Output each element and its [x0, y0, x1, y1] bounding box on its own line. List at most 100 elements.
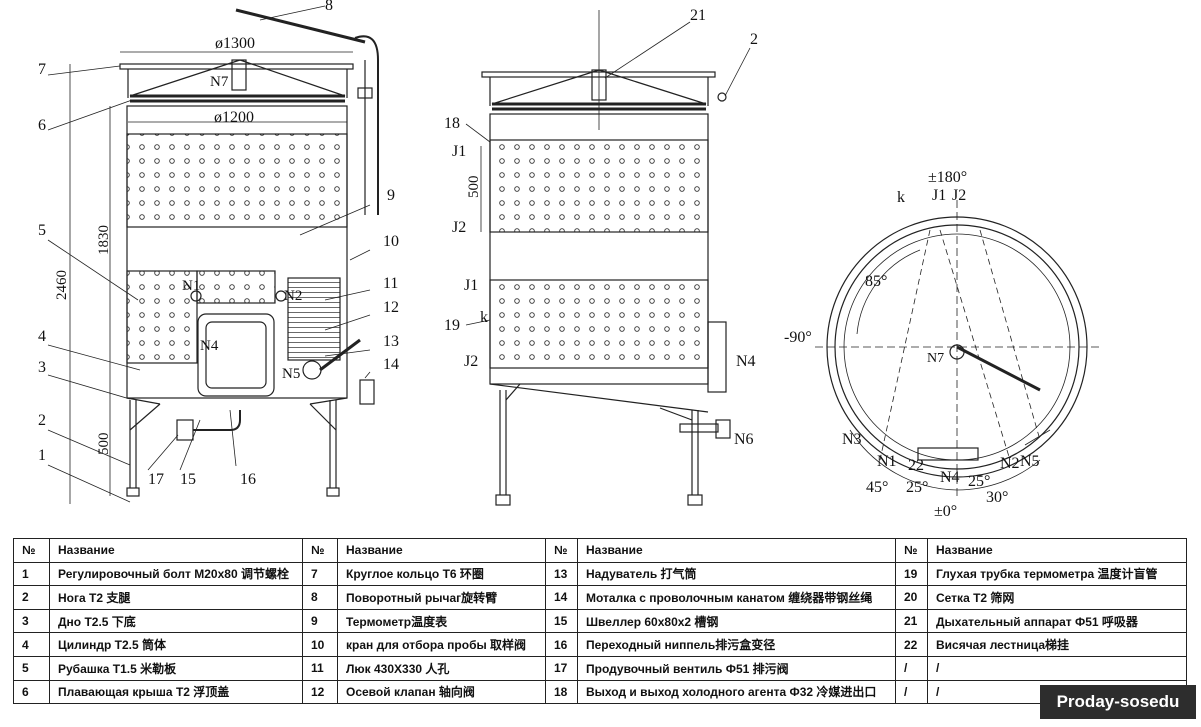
dim-total-height: 2460	[54, 270, 70, 300]
header-number: №	[895, 538, 928, 563]
callout-5: 5	[38, 222, 46, 239]
side-view	[465, 10, 751, 506]
part-number: 14	[545, 585, 578, 610]
plan-n5: N5	[1020, 453, 1040, 470]
part-name: Продувочный вентиль Ф51 排污阀	[577, 655, 896, 681]
swing-arm	[235, 8, 366, 44]
header-number: №	[302, 538, 338, 563]
breather-n7	[231, 59, 247, 91]
plan-angle-25b: 25°	[968, 473, 990, 490]
part-number: 19	[895, 561, 928, 587]
part-number: 2	[13, 585, 50, 610]
part-name: Люк 430X330 人孔	[337, 655, 546, 681]
callout-7: 7	[38, 61, 46, 78]
plan-n1: N1	[877, 453, 897, 470]
top-ring	[119, 63, 354, 70]
callout-1: 1	[38, 447, 46, 464]
side-j2-upper: J2	[452, 219, 466, 236]
part-number: 10	[302, 632, 338, 657]
part-number: 5	[13, 655, 50, 681]
side-k: k	[480, 309, 488, 326]
part-name: Швеллер 60x80x2 槽钢	[577, 608, 896, 634]
header-name: Название	[577, 538, 896, 563]
part-number: /	[895, 655, 928, 681]
part-number: 6	[13, 679, 50, 705]
callout-10: 10	[383, 233, 399, 250]
nozzle-n4: N4	[200, 338, 219, 354]
plan-n4: N4	[940, 469, 960, 486]
callout-21: 21	[690, 7, 706, 24]
dim-top-diameter: ø1300	[215, 35, 255, 52]
part-name: /	[927, 655, 1187, 681]
table-row: 1 Регулировочный болт M20x80 调节螺栓 7 Круг…	[13, 561, 1187, 587]
callout-13: 13	[383, 333, 399, 350]
table-row: 5 Рубашка T1.5 米勒板 11 Люк 430X330 人孔 17 …	[13, 655, 1187, 681]
jacket-lower	[126, 270, 198, 364]
plan-angle-30: 30°	[986, 489, 1008, 506]
plan-k: k	[897, 189, 905, 206]
callout-2: 2	[38, 412, 46, 429]
callout-4: 4	[38, 328, 46, 345]
parts-table: № Название № Название № Название № Назва…	[13, 538, 1187, 705]
callout-9: 9	[387, 187, 395, 204]
table-row: 2 Нога T2 支腿 8 Поворотный рычаг旋转臂 14 Мо…	[13, 585, 1187, 610]
jacket-upper	[126, 133, 348, 228]
plan-angle-25a: 25°	[906, 479, 928, 496]
callout-2-side: 2	[750, 31, 758, 48]
callout-19: 19	[444, 317, 460, 334]
part-name: Переходный ниппель排污盒变径	[577, 632, 896, 657]
table-header-row: № Название № Название № Название № Назва…	[13, 538, 1187, 563]
plan-angle-left: -90°	[784, 329, 812, 346]
part-name: Термометр温度表	[337, 608, 546, 634]
manway	[197, 313, 275, 397]
plan-j1: J1	[932, 187, 946, 204]
part-name: Поворотный рычаг旋转臂	[337, 585, 546, 610]
part-number: 20	[895, 585, 928, 610]
part-name: кран для отбора пробы 取样阀	[337, 632, 546, 657]
part-number: 4	[13, 632, 50, 657]
part-name: Выход и выход холодного агента Ф32 冷媒进出口	[577, 679, 896, 705]
callout-17: 17	[148, 471, 164, 488]
part-number: 16	[545, 632, 578, 657]
part-number: 9	[302, 608, 338, 634]
header-name: Название	[49, 538, 303, 563]
dim-roof-diameter: ø1200	[214, 109, 254, 126]
drawing-labels: ø1300 ø1200 1830 2460 500 500 N7 N1 N2 N…	[38, 0, 1040, 520]
part-name: Регулировочный болт M20x80 调节螺栓	[49, 561, 303, 587]
table-row: 6 Плавающая крыша T2 浮顶盖 12 Осевой клапа…	[13, 679, 1187, 705]
part-number: 13	[545, 561, 578, 587]
callout-18: 18	[444, 115, 460, 132]
front-view	[47, 5, 379, 504]
screen-hatch	[287, 277, 341, 361]
part-name: Надуватель 打气筒	[577, 561, 896, 587]
nozzle-n2: N2	[284, 288, 302, 304]
callout-11: 11	[383, 275, 398, 292]
plan-angle-bottom: ±0°	[934, 503, 957, 520]
part-number: 8	[302, 585, 338, 610]
callout-6: 6	[38, 117, 46, 134]
header-name: Название	[337, 538, 546, 563]
part-number: 15	[545, 608, 578, 634]
plan-view	[815, 200, 1100, 500]
side-j1-upper: J1	[452, 143, 466, 160]
callout-15: 15	[180, 471, 196, 488]
dim-shell-height: 1830	[96, 225, 112, 255]
table-row: 4 Цилиндр T2.5 筒体 10 кран для отбора про…	[13, 632, 1187, 657]
part-number: 18	[545, 679, 578, 705]
nozzle-n7: N7	[210, 74, 229, 90]
part-number: 17	[545, 655, 578, 681]
part-name: Сетка T2 筛网	[927, 585, 1187, 610]
callout-16: 16	[240, 471, 256, 488]
header-name: Название	[927, 538, 1187, 563]
dim-leg-height: 500	[96, 433, 112, 456]
plan-n2: N2	[1000, 455, 1020, 472]
plan-angle-85: 85°	[865, 273, 887, 290]
part-name: Дно T2.5 下底	[49, 608, 303, 634]
part-number: 21	[895, 608, 928, 634]
plan-n3: N3	[842, 431, 862, 448]
part-number: /	[895, 679, 928, 705]
plan-n7: N7	[927, 351, 944, 366]
part-number: 11	[302, 655, 338, 681]
part-number: 1	[13, 561, 50, 587]
dim-jacket-spacing: 500	[466, 176, 482, 199]
